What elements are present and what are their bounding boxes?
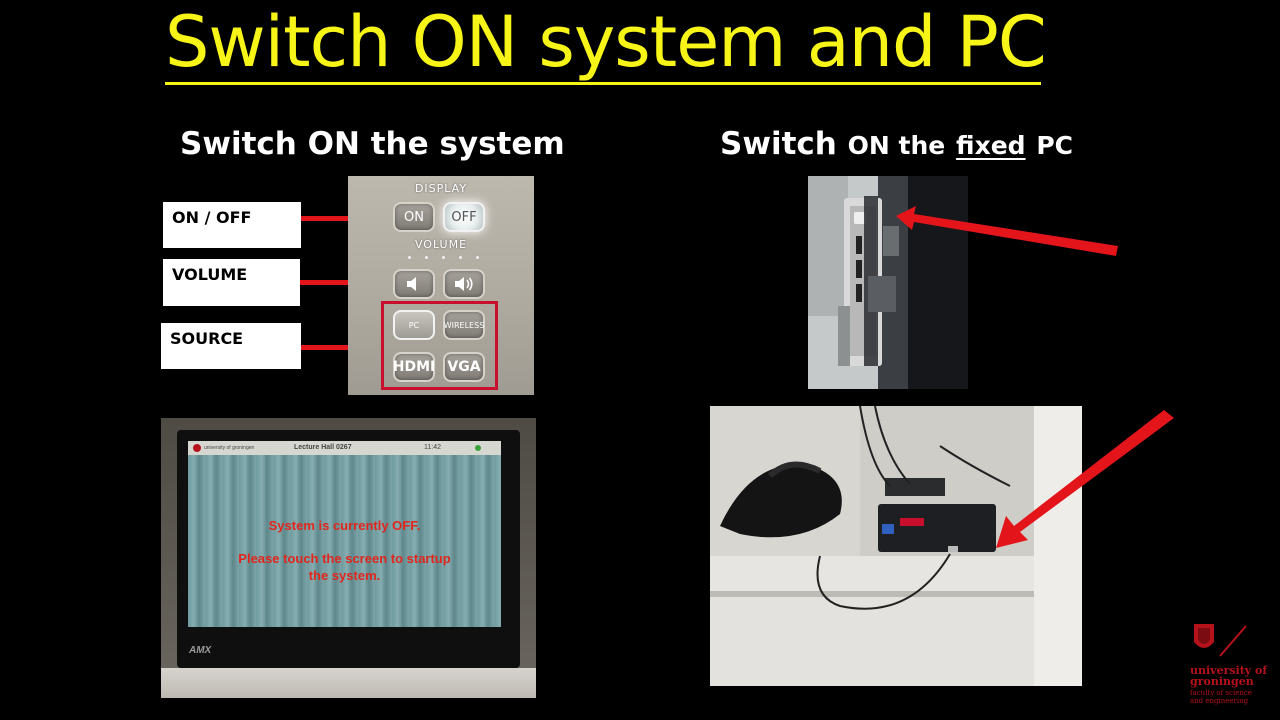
logo-line2: groningen: [1190, 675, 1254, 688]
logo-line1: university of: [1190, 664, 1268, 677]
right-heading-part3: fixed: [956, 131, 1026, 160]
university-seal-icon: [193, 444, 201, 452]
speaker-high-icon: [455, 277, 473, 291]
title-underline: [165, 82, 1041, 85]
left-heading: Switch ON the system: [180, 126, 565, 162]
touch-panel-stand: [161, 668, 536, 698]
right-heading-part2: ON the: [847, 131, 946, 160]
source-wireless-button[interactable]: WIRELESS: [443, 310, 485, 340]
speaker-low-icon: [407, 277, 416, 291]
display-off-button[interactable]: OFF: [443, 202, 485, 232]
volume-down-button[interactable]: [393, 269, 435, 299]
right-heading: Switch ON the fixed PC: [720, 126, 1073, 162]
volume-caption: VOLUME: [414, 238, 468, 251]
header-room: Lecture Hall 0267: [294, 444, 352, 451]
university-crest-icon: [1194, 624, 1247, 657]
touch-panel-photo: university of groningen Lecture Hall 026…: [161, 418, 536, 698]
arrow-volume-line: [300, 280, 367, 285]
volume-level-dot: [408, 256, 411, 259]
logo-line4: and engineering: [1190, 697, 1249, 705]
arrow-pc-button: [896, 206, 1118, 256]
touch-panel-screen[interactable]: university of groningen Lecture Hall 026…: [188, 441, 501, 627]
callout-source: SOURCE: [161, 323, 301, 369]
source-highlight-frame: [381, 301, 498, 390]
startup-instruction-line1: Please touch the screen to startup: [238, 551, 451, 566]
control-panel-photo: DISPLAY ON OFF VOLUME PC WIRELESS HDMI V…: [348, 176, 534, 395]
touch-panel-header: university of groningen Lecture Hall 026…: [188, 441, 501, 455]
university-logo: university of groningen faculty of scien…: [1190, 620, 1278, 705]
volume-level-dot: [442, 256, 445, 259]
volume-level-dot: [476, 256, 479, 259]
display-on-button[interactable]: ON: [393, 202, 435, 232]
right-heading-part4: PC: [1036, 131, 1074, 160]
pc-side-photo: [808, 176, 968, 389]
status-dot-icon: [475, 445, 481, 451]
shelf-pc-photo: [710, 406, 1082, 686]
header-logo-text: university of groningen: [204, 445, 255, 451]
source-pc-button[interactable]: PC: [393, 310, 435, 340]
display-caption: DISPLAY: [414, 182, 468, 195]
source-hdmi-button[interactable]: HDMI: [393, 352, 435, 382]
logo-line3: faculty of science: [1190, 689, 1252, 697]
startup-instruction-line2: the system.: [308, 568, 381, 583]
volume-level-dot: [459, 256, 462, 259]
pc-side-illustration: [808, 176, 968, 389]
volume-level-dot: [425, 256, 428, 259]
right-heading-part1: Switch: [720, 126, 837, 162]
amx-brand: AMX: [189, 645, 212, 656]
volume-up-button[interactable]: [443, 269, 485, 299]
arrow-shelf-pc: [996, 410, 1174, 548]
source-vga-button[interactable]: VGA: [443, 352, 485, 382]
arrow-on-off-line: [301, 216, 367, 221]
callout-on-off: ON / OFF: [163, 202, 301, 248]
callout-volume: VOLUME: [163, 259, 300, 306]
slide-title: Switch ON system and PC: [165, 1, 1047, 83]
arrow-source-line: [301, 345, 367, 350]
system-off-message: System is currently OFF.: [268, 518, 421, 533]
header-time: 11:42: [424, 444, 441, 451]
